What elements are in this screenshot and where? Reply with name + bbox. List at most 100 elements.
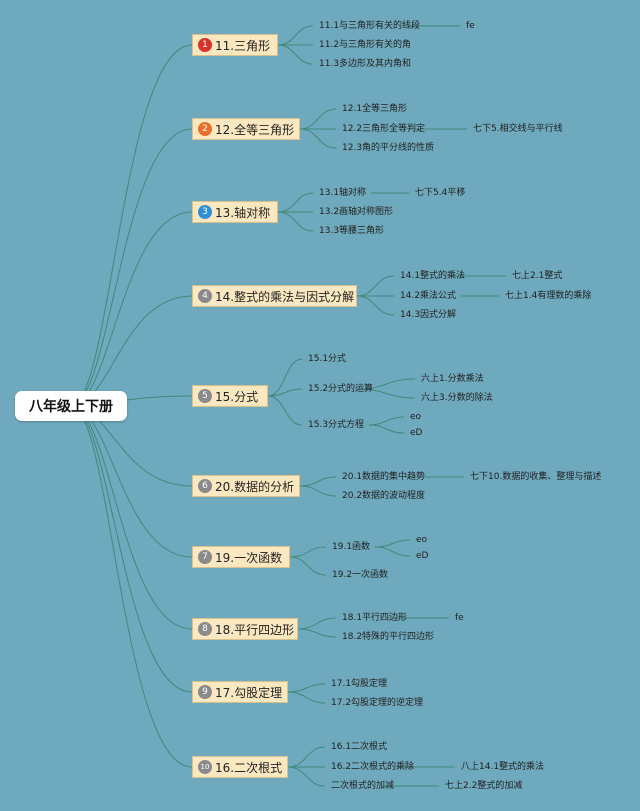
related-item[interactable]: eo [416,535,428,545]
child-extra-line [368,424,405,434]
subtopic-item[interactable]: 14.1整式的乘法 [400,271,466,281]
related-item[interactable]: fe [455,613,464,623]
topic-child-line [356,295,395,316]
subtopic-item[interactable]: 14.2乘法公式 [400,291,457,301]
related-item[interactable]: eD [410,428,423,438]
topic-child-line [277,25,314,46]
related-item[interactable]: fe [466,21,475,31]
related-item[interactable]: eD [416,551,429,561]
topic-child-line [289,546,327,558]
subtopic-item[interactable]: 13.2画轴对称图形 [319,207,394,217]
root-topic-line [70,405,193,693]
related-item[interactable]: 七下5.4平移 [415,188,466,198]
root-topic-line [70,211,193,407]
related-item[interactable]: 七上2.1整式 [512,271,563,281]
subtopic-item[interactable]: 12.2三角形全等判定 [342,124,426,134]
related-item[interactable]: 七下10.数据的收集、整理与描述 [470,472,602,482]
subtopic-item[interactable]: 15.2分式的运算 [308,384,374,394]
subtopic-item[interactable]: 11.2与三角形有关的角 [319,40,412,50]
topic-label: 12.全等三角形 [215,122,295,137]
topic-label: 16.二次根式 [215,760,283,775]
subtopic-item[interactable]: 18.1平行四边形 [342,613,408,623]
related-item[interactable]: 七上2.2整式的加减 [445,781,523,791]
subtopic-item[interactable]: 19.1函数 [332,542,371,552]
subtopic-item[interactable]: 16.2二次根式的乘除 [331,762,415,772]
subtopic-item[interactable]: 16.1二次根式 [331,742,388,752]
topic-label: 20.数据的分析 [215,479,295,494]
topic-child-line [299,476,337,487]
subtopic-item[interactable]: 11.1与三角形有关的线段 [319,21,421,31]
root-topic-line [70,295,193,407]
number-badge-icon: 1 [198,38,212,52]
related-item[interactable]: 六上1.分数乘法 [421,374,484,384]
subtopic-item[interactable]: 11.3多边形及其内角和 [319,59,412,69]
child-extra-line [374,539,411,548]
topic-child-line [287,691,326,704]
subtopic-item[interactable]: 14.3因式分解 [400,310,457,320]
topic-label: 11.三角形 [215,38,271,53]
subtopic-item[interactable]: 15.1分式 [308,354,347,364]
subtopic-item[interactable]: 18.2特殊的平行四边形 [342,632,435,642]
topic-child-line [356,275,395,297]
number-badge-icon: 6 [198,479,212,493]
topic-child-line [267,388,303,397]
subtopic-item[interactable]: 12.3角的平分线的性质 [342,143,435,153]
child-extra-line [357,388,416,399]
topic-child-line [297,617,337,630]
subtopic-item[interactable]: 17.1勾股定理 [331,679,388,689]
topic-child-line [287,683,326,693]
related-item[interactable]: 八上14.1整式的乘法 [461,762,545,772]
subtopic-item[interactable]: 17.2勾股定理的逆定理 [331,698,424,708]
number-badge-icon: 9 [198,685,212,699]
related-item[interactable]: 七下5.相交线与平行线 [473,124,563,134]
topic-child-line [299,128,337,149]
subtopic-item[interactable]: 15.3分式方程 [308,420,365,430]
subtopic-item[interactable]: 13.3等腰三角形 [319,226,385,236]
topic-child-line [267,358,303,397]
topic-child-line [289,556,327,576]
topic-child-line [297,628,337,638]
topic-child-line [277,44,314,65]
topic-label: 15.分式 [215,389,259,404]
topic-label: 17.勾股定理 [215,685,283,700]
subtopic-item[interactable]: 20.2数据的波动程度 [342,491,426,501]
topic-child-line [287,746,326,768]
number-badge-icon: 3 [198,205,212,219]
subtopic-item[interactable]: 13.1轴对称 [319,188,367,198]
topic-child-line [277,192,314,213]
root-label: 八年级上下册 [29,399,113,415]
root-node[interactable]: 八年级上下册 [15,391,127,421]
related-item[interactable]: 七上1.4有理数的乘除 [505,291,592,301]
subtopic-item[interactable]: 12.1全等三角形 [342,104,408,114]
child-extra-line [357,378,416,390]
child-extra-line [374,546,411,557]
topic-child-line [267,395,303,426]
number-badge-icon: 5 [198,389,212,403]
number-badge-icon: 4 [198,289,212,303]
topic-child-line [277,211,314,232]
topic-child-line [299,485,337,497]
number-badge-icon: 10 [198,760,212,774]
root-topic-line [70,44,193,407]
related-item[interactable]: eo [410,412,422,422]
number-badge-icon: 2 [198,122,212,136]
related-item[interactable]: 六上3.分数的除法 [421,393,493,403]
subtopic-item[interactable]: 19.2一次函数 [332,570,389,580]
topic-label: 14.整式的乘法与因式分解 [215,289,355,304]
subtopic-item[interactable]: 20.1数据的集中趋势 [342,472,426,482]
topic-child-line [287,766,326,787]
child-extra-line [368,416,405,426]
subtopic-item[interactable]: 二次根式的加减 [331,781,395,791]
number-badge-icon: 8 [198,622,212,636]
topic-label: 19.一次函数 [215,550,283,565]
